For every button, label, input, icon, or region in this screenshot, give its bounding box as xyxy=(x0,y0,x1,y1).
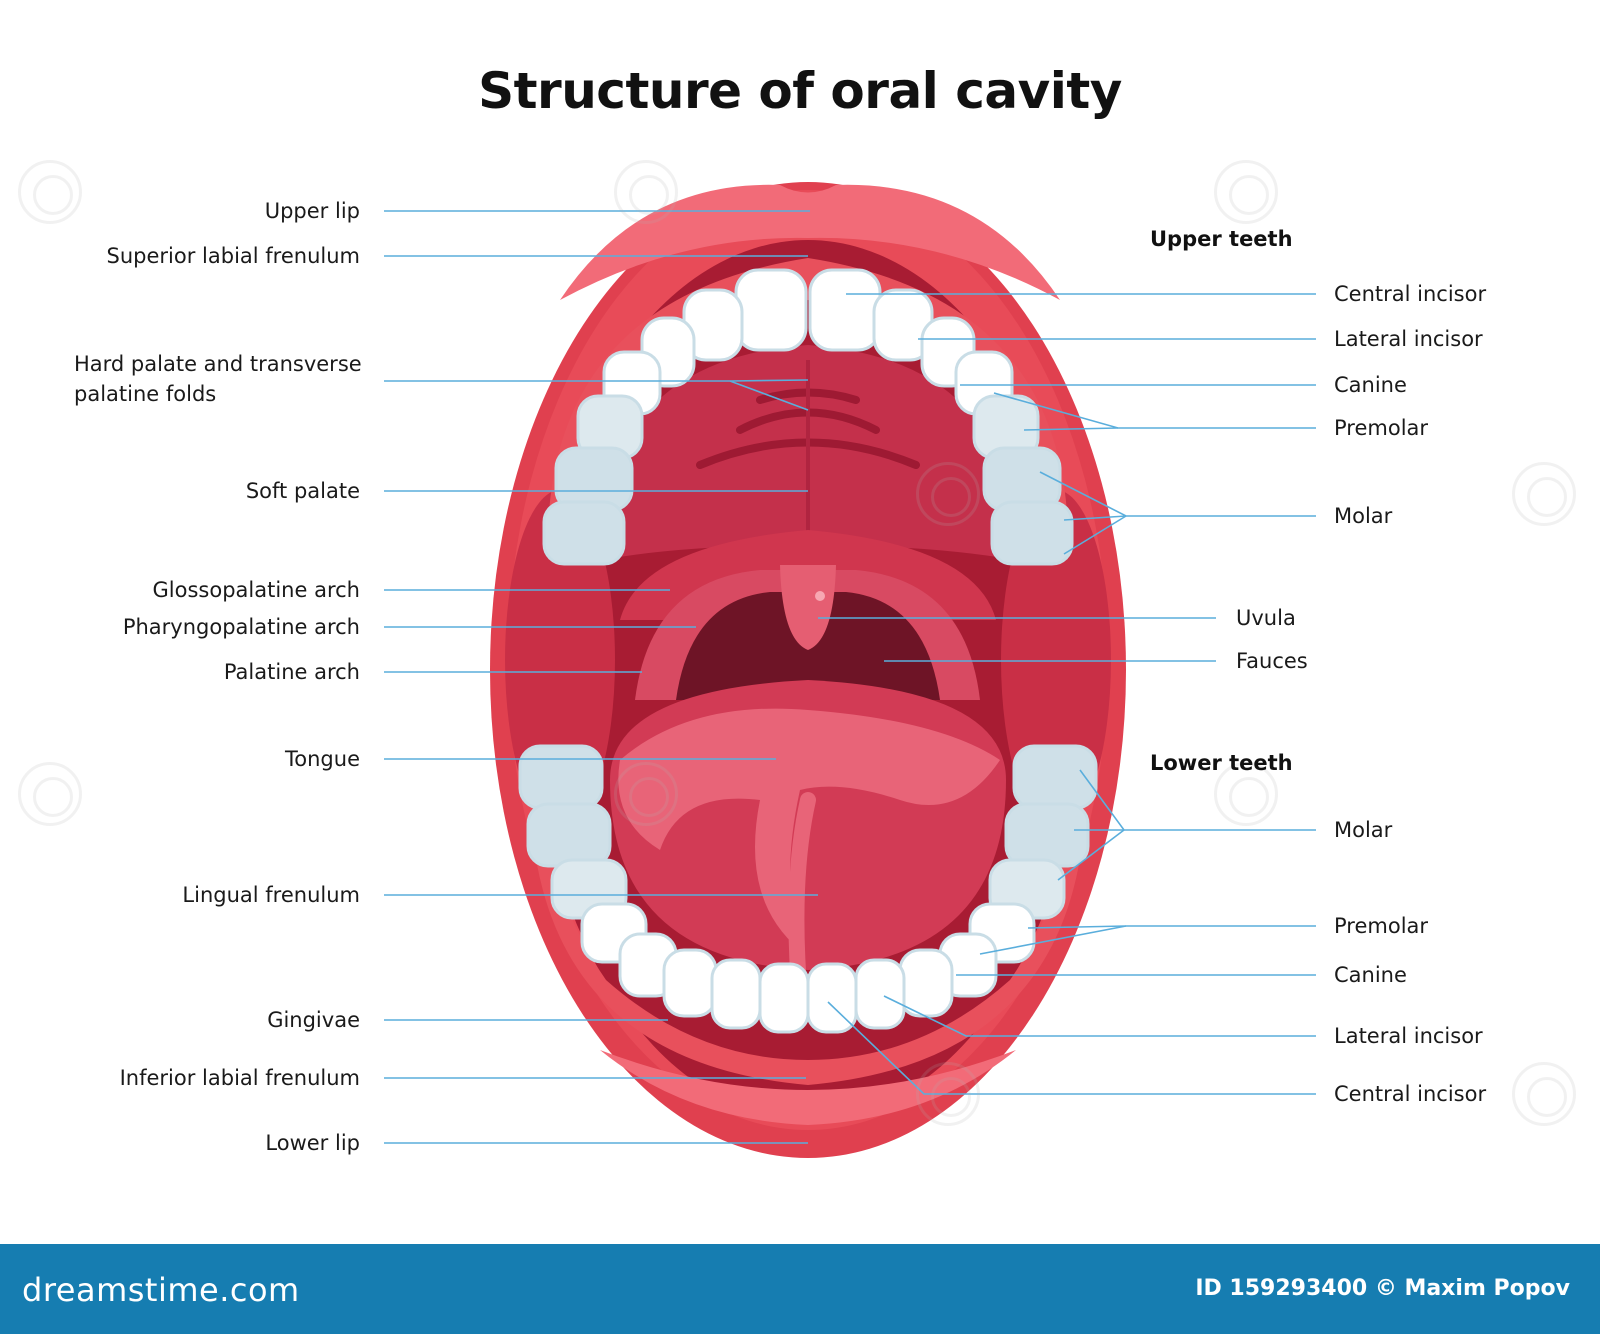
label-hard-palate-line1: Hard palate and transverse xyxy=(74,352,362,376)
watermark-logo xyxy=(18,160,82,224)
line-lower-lateral-incisor xyxy=(883,995,1316,1037)
leader-lines xyxy=(384,210,1316,1144)
line-lower-premolar-2 xyxy=(979,925,1127,955)
label-pharyngopalatine-arch: Pharyngopalatine arch xyxy=(122,615,360,639)
lower-central-incisor-mid-left xyxy=(758,962,810,1034)
footer-credit: ID 159293400 © Maxim Popov xyxy=(1195,1276,1570,1301)
label-lingual-frenulum: Lingual frenulum xyxy=(182,883,360,907)
cheek-left xyxy=(505,490,615,830)
label-glossopalatine-arch: Glossopalatine arch xyxy=(152,578,360,602)
upper-lip-shape xyxy=(560,184,1060,300)
label-lower-lateral-incisor: Lateral incisor xyxy=(1334,1024,1483,1048)
diagram-title: Structure of oral cavity xyxy=(478,62,1122,120)
lower-molar-right-1 xyxy=(1012,744,1098,810)
label-hard-palate-line2: palatine folds xyxy=(74,382,217,406)
label-superior-labial-frenulum: Superior labial frenulum xyxy=(106,244,360,268)
label-hard-palate: Hard palate and transverse palatine fold… xyxy=(74,349,394,409)
watermark-logo xyxy=(614,160,678,224)
watermark-logo xyxy=(1214,160,1278,224)
lower-central-incisor-right xyxy=(854,958,906,1030)
footer-bar: dreamstime.com ID 159293400 © Maxim Popo… xyxy=(0,1244,1600,1334)
line-upper-molar-3 xyxy=(1063,515,1127,555)
label-lower-premolar: Premolar xyxy=(1334,914,1429,938)
line-upper-molar-2 xyxy=(1063,515,1127,521)
upper-molar-left-2 xyxy=(542,500,626,566)
footer-brand-logo[interactable]: dreamstime.com xyxy=(22,1271,300,1309)
label-upper-premolar: Premolar xyxy=(1334,416,1429,440)
lower-molar-left-2 xyxy=(526,802,612,868)
line-upper-premolar-2 xyxy=(1023,427,1119,431)
cheek-right xyxy=(1001,490,1111,830)
lower-lip-inner xyxy=(600,1050,1016,1125)
upper-teeth xyxy=(542,268,1074,566)
lower-molar-left-1 xyxy=(518,744,604,810)
lower-lateral-incisor-left xyxy=(662,948,718,1018)
label-soft-palate: Soft palate xyxy=(245,479,360,503)
label-upper-lip: Upper lip xyxy=(264,199,360,223)
label-gingivae: Gingivae xyxy=(267,1008,360,1032)
watermark-logo xyxy=(1512,1062,1576,1126)
lower-molar-right-2 xyxy=(1004,802,1090,868)
line-hard-palate-2 xyxy=(729,379,809,382)
label-fauces: Fauces xyxy=(1236,649,1308,673)
oral-cavity-diagram xyxy=(384,182,1316,1158)
watermark-logo xyxy=(916,462,980,526)
label-upper-molar: Molar xyxy=(1334,504,1393,528)
label-upper-lateral-incisor: Lateral incisor xyxy=(1334,327,1483,351)
watermark-logo xyxy=(18,762,82,826)
label-lower-canine: Canine xyxy=(1334,963,1407,987)
watermark-logo xyxy=(1512,462,1576,526)
label-inferior-labial-frenulum: Inferior labial frenulum xyxy=(119,1066,360,1090)
upper-central-incisor-left xyxy=(734,268,808,352)
tongue-curl xyxy=(618,708,1000,950)
lower-central-incisor-mid-right xyxy=(806,962,858,1034)
watermark-logo xyxy=(614,762,678,826)
label-upper-canine: Canine xyxy=(1334,373,1407,397)
line-lower-molar-3 xyxy=(1057,829,1125,881)
upper-molar-right-2 xyxy=(990,500,1074,566)
watermark-logo xyxy=(1214,762,1278,826)
upper-teeth-heading: Upper teeth xyxy=(1150,227,1293,251)
watermark-logo xyxy=(916,1062,980,1126)
lower-teeth xyxy=(518,744,1098,1034)
label-uvula: Uvula xyxy=(1236,606,1296,630)
label-palatine-arch: Palatine arch xyxy=(223,660,360,684)
lower-teeth-heading: Lower teeth xyxy=(1150,751,1293,775)
uvula-tip-highlight xyxy=(815,591,825,601)
label-tongue: Tongue xyxy=(285,747,360,771)
upper-central-incisor-right xyxy=(808,268,882,352)
label-lower-molar: Molar xyxy=(1334,818,1393,842)
lower-lateral-incisor-right xyxy=(898,948,954,1018)
lower-central-incisor-left xyxy=(710,958,762,1030)
label-lower-central-incisor: Central incisor xyxy=(1334,1082,1487,1106)
label-upper-central-incisor: Central incisor xyxy=(1334,282,1487,306)
uvula xyxy=(780,565,836,650)
label-lower-lip: Lower lip xyxy=(265,1131,360,1155)
